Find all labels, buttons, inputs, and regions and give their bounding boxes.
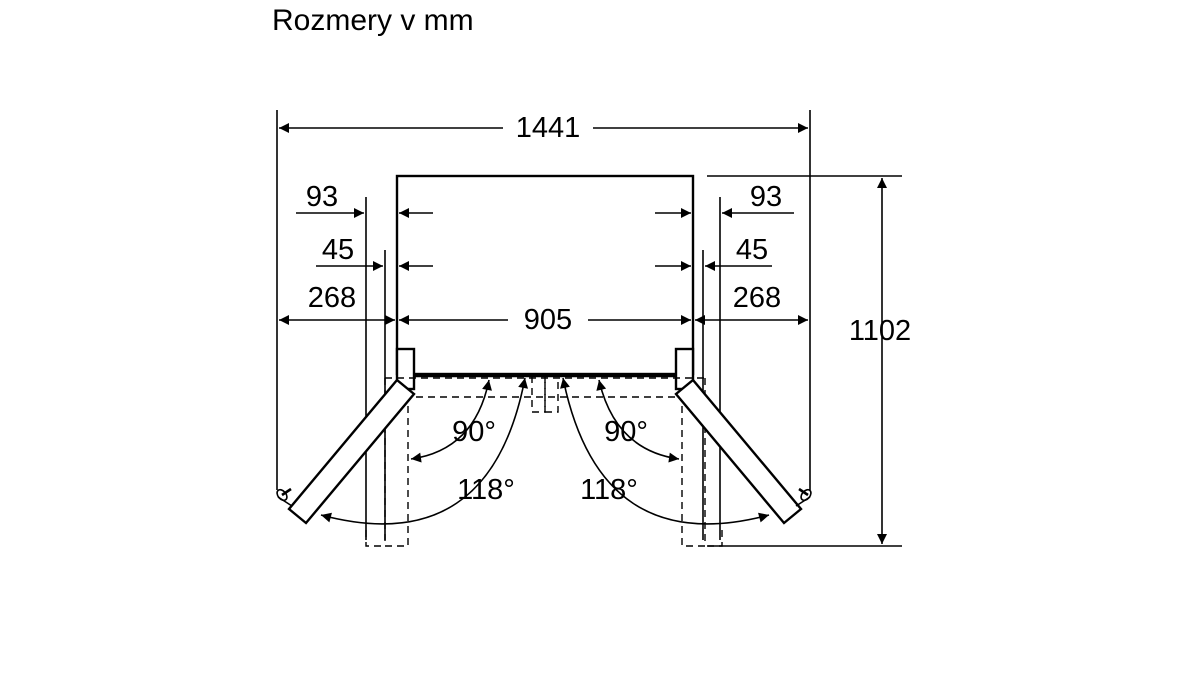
angle-label-left-118: 118° bbox=[457, 474, 515, 506]
page-title: Rozmery v mm bbox=[272, 4, 474, 37]
dimension-905: 905 bbox=[399, 304, 691, 336]
right-door-open bbox=[674, 378, 812, 525]
dimension-1441: 1441 bbox=[279, 112, 808, 144]
angle-label-right-90: 90° bbox=[604, 416, 648, 448]
angle-label-right-118: 118° bbox=[580, 474, 638, 506]
dimension-1102: 1102 bbox=[849, 178, 911, 544]
dimension-label-height: 1102 bbox=[849, 315, 911, 347]
left-door-open bbox=[276, 378, 416, 525]
right-angle-arcs: 90° 118° bbox=[560, 377, 770, 525]
angle-label-left-90: 90° bbox=[452, 416, 496, 448]
fridge-cabinet bbox=[395, 174, 695, 378]
dimension-label-right-93: 93 bbox=[750, 181, 782, 213]
dimension-label-right-268: 268 bbox=[733, 282, 781, 314]
dimension-label-right-45: 45 bbox=[736, 234, 768, 266]
left-angle-arcs: 90° 118° bbox=[320, 377, 529, 525]
dimension-label-cabinet-width: 905 bbox=[524, 304, 572, 336]
dimension-label-left-268: 268 bbox=[308, 282, 356, 314]
right-dimensions: 93 45 268 bbox=[655, 181, 808, 325]
dimension-label-left-93: 93 bbox=[306, 181, 338, 213]
dimension-label-overall-width: 1441 bbox=[516, 112, 581, 144]
door-90-outlines bbox=[365, 376, 723, 547]
dimension-label-left-45: 45 bbox=[322, 234, 354, 266]
left-dimensions: 93 45 268 bbox=[279, 181, 433, 325]
